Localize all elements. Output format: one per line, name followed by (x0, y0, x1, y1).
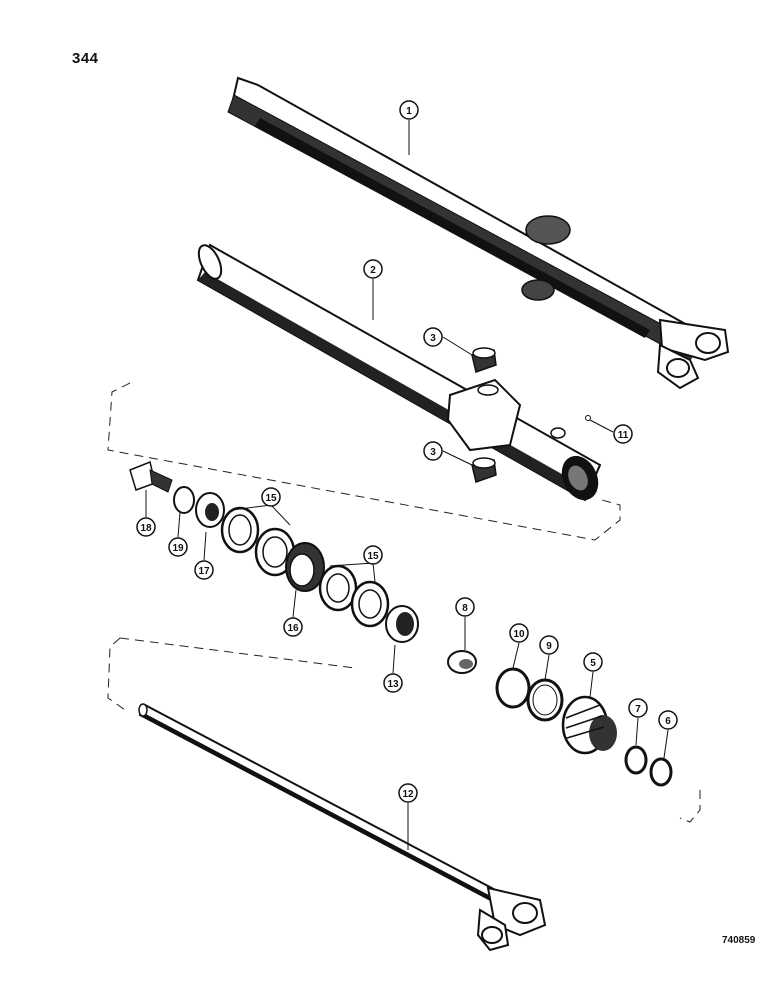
callout-17: 17 (194, 560, 214, 580)
seal-ring-b (254, 527, 296, 577)
grease-fitting-icon (585, 415, 591, 421)
callout-11: 11 (613, 424, 633, 444)
cylinder-barrel (196, 243, 602, 502)
callout-16: 16 (283, 617, 303, 637)
washer-part (173, 486, 195, 514)
callout-15-lower: 15 (363, 545, 383, 565)
group-outline-upper (107, 382, 621, 541)
callout-8: 8 (455, 597, 475, 617)
callout-1: 1 (399, 100, 419, 120)
callout-19: 19 (168, 537, 188, 557)
pipe-plug-upper (471, 347, 497, 373)
head-part (561, 695, 617, 755)
callout-10: 10 (509, 623, 529, 643)
callout-3-upper: 3 (423, 327, 443, 347)
callout-3-lower: 3 (423, 441, 443, 461)
callout-9: 9 (539, 635, 559, 655)
backup-ring-part (526, 678, 564, 722)
svg-text:6: 6 (665, 716, 671, 727)
svg-text:19: 19 (172, 543, 184, 554)
group-outline-lower (107, 637, 701, 823)
svg-text:3: 3 (430, 333, 436, 344)
svg-text:8: 8 (462, 603, 468, 614)
callout-7: 7 (628, 698, 648, 718)
svg-text:17: 17 (198, 566, 210, 577)
svg-text:7: 7 (635, 704, 641, 715)
svg-text:18: 18 (140, 523, 152, 534)
drawing-code: 740859 (722, 935, 756, 946)
svg-text:15: 15 (265, 493, 277, 504)
svg-text:9: 9 (546, 641, 552, 652)
wear-ring-part (385, 605, 419, 643)
seal-ring-d (350, 580, 390, 628)
callout-18: 18 (136, 517, 156, 537)
seal-ring-c (318, 564, 358, 612)
o-ring-part (495, 667, 531, 709)
callout-6: 6 (658, 710, 678, 730)
piston-rod (138, 703, 547, 952)
svg-text:16: 16 (287, 623, 299, 634)
svg-text:13: 13 (387, 679, 399, 690)
callout-2: 2 (363, 259, 383, 279)
bolt-part (129, 460, 173, 493)
svg-text:12: 12 (402, 789, 414, 800)
callout-13: 13 (383, 673, 403, 693)
pipe-plug-lower (471, 457, 497, 483)
svg-text:10: 10 (513, 629, 525, 640)
page-number: 344 (72, 50, 99, 67)
callout-15-upper: 15 (261, 487, 281, 507)
nut-part (195, 492, 225, 528)
rod-seal-part (624, 745, 648, 775)
svg-text:11: 11 (618, 430, 629, 441)
piston-part (285, 542, 325, 592)
bushing-part (447, 650, 477, 674)
leader-lines (145, 120, 669, 850)
seal-ring-a (220, 506, 260, 554)
svg-text:15: 15 (367, 551, 379, 562)
svg-text:5: 5 (590, 658, 596, 669)
svg-text:1: 1 (406, 106, 412, 117)
svg-text:3: 3 (430, 447, 436, 458)
callout-12: 12 (398, 783, 418, 803)
wiper-part (649, 757, 673, 787)
cylinder-tube-cutaway (227, 76, 730, 390)
group-outline-lower-top (119, 637, 356, 669)
callout-5: 5 (583, 652, 603, 672)
svg-text:2: 2 (370, 265, 376, 276)
